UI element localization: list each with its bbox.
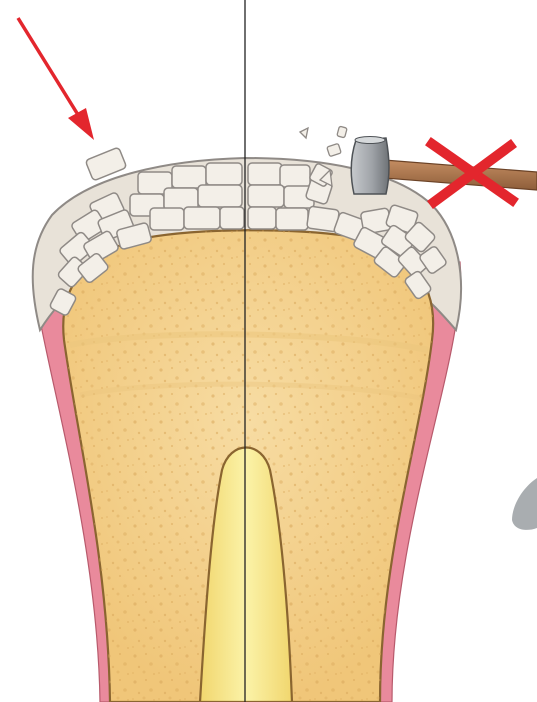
partial-grey-shape [512,478,537,530]
hammer-head [351,138,389,194]
red-arrow-icon [18,18,94,140]
hammer-face [355,137,385,144]
